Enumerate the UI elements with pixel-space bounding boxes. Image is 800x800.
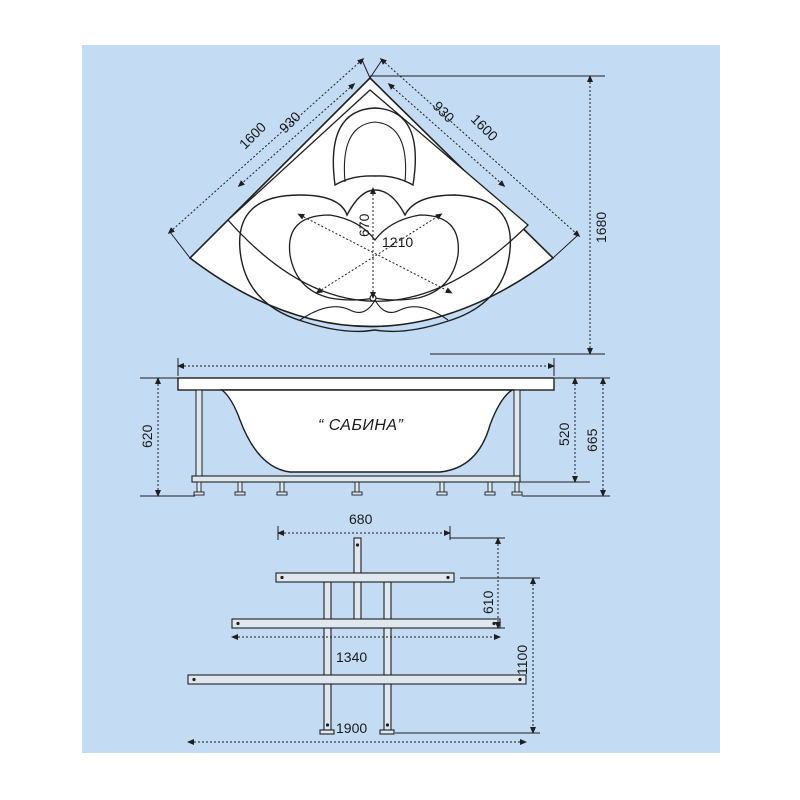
side-view-feet bbox=[193, 481, 523, 496]
dim-height-legs: 665 bbox=[584, 428, 600, 452]
dim-frame-bottom-width: 1900 bbox=[336, 720, 367, 736]
side-view-rim bbox=[177, 377, 555, 391]
frame-bar-bottom bbox=[187, 674, 527, 685]
side-view-tub-body bbox=[220, 389, 515, 473]
dim-bowl-depth: 670 bbox=[356, 213, 372, 237]
frame-post-center bbox=[353, 581, 362, 623]
frame-bar-top bbox=[275, 572, 455, 583]
dim-frame-top-width: 680 bbox=[349, 511, 373, 527]
side-view bbox=[140, 358, 610, 497]
frame-post-left bbox=[323, 581, 332, 733]
top-view-dimensions bbox=[167, 57, 605, 355]
dim-depth-total: 1680 bbox=[593, 212, 609, 243]
frame-bolts bbox=[192, 543, 522, 727]
frame-view bbox=[187, 526, 540, 745]
side-view-base bbox=[191, 475, 521, 483]
frame-bar-middle bbox=[231, 618, 501, 629]
dim-height-total: 620 bbox=[139, 424, 155, 448]
dim-height-inner: 520 bbox=[556, 422, 572, 446]
dim-frame-total-depth: 1100 bbox=[514, 645, 530, 675]
model-title: “ САБИНА” bbox=[318, 417, 404, 434]
dim-bowl-width: 1210 bbox=[382, 234, 413, 250]
frame-post-right bbox=[383, 581, 392, 733]
dim-frame-top-depth: 610 bbox=[480, 590, 496, 614]
dim-frame-mid-width: 1340 bbox=[336, 649, 367, 665]
